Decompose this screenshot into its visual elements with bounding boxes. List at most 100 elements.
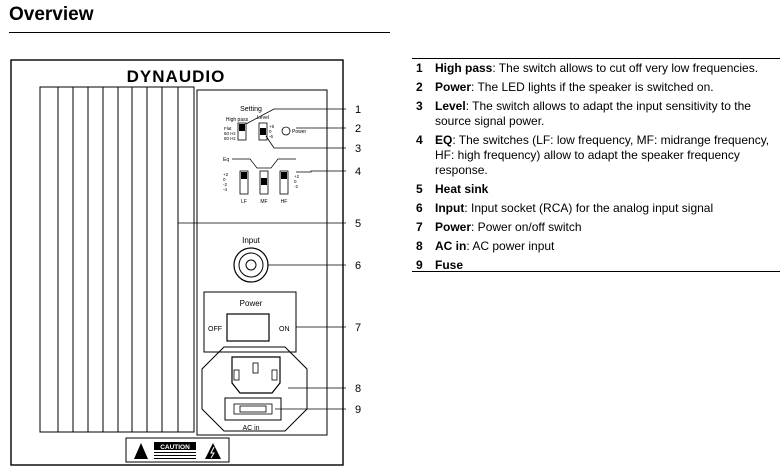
legend-number: 6 xyxy=(416,201,423,215)
high-pass-switch[interactable] xyxy=(237,122,247,141)
power-switch-label: Power xyxy=(240,299,263,308)
level-switch[interactable] xyxy=(258,122,268,141)
callout-9: 9 xyxy=(355,404,361,416)
list-item: 5 Heat sink xyxy=(412,182,780,197)
list-item: 7 Power: Power on/off switch xyxy=(412,220,780,235)
eq-band-hf: HF xyxy=(281,199,288,205)
legend-text: Level: The switch allows to adapt the in… xyxy=(435,99,780,129)
legend-desc: : Power on/off switch xyxy=(471,220,582,234)
ac-inlet-housing xyxy=(201,346,308,432)
caution-text: CAUTION xyxy=(160,444,190,451)
legend-text: Fuse xyxy=(435,258,780,273)
eq-band-mf: MF xyxy=(260,199,267,205)
legend-text: Power: Power on/off switch xyxy=(435,220,780,235)
legend-text: AC in: AC power input xyxy=(435,239,780,254)
eq-switch-lf[interactable] xyxy=(239,170,249,195)
legend-text: EQ: The switches (LF: low frequency, MF:… xyxy=(435,133,780,178)
eq-band-lf: LF xyxy=(241,199,247,205)
list-item: 6 Input: Input socket (RCA) for the anal… xyxy=(412,201,780,216)
eq-scale-minus2: -2 xyxy=(223,182,227,187)
fuse-holder[interactable] xyxy=(224,397,282,421)
legend-term: Heat sink xyxy=(435,182,489,196)
legend-text: Heat sink xyxy=(435,182,780,197)
eq-scale-right-minus2: -2 xyxy=(294,184,298,189)
level-option-minus6: -6 xyxy=(269,134,273,139)
legend-desc: : The switch allows to cut off very low … xyxy=(492,61,759,75)
legend-number: 4 xyxy=(416,133,423,147)
legend-number: 9 xyxy=(416,258,423,272)
rca-input-socket[interactable] xyxy=(233,247,269,283)
heat-sink xyxy=(39,86,195,433)
callout-6: 6 xyxy=(355,260,361,272)
callout-leaders xyxy=(178,108,346,410)
legend-desc: : The switches (LF: low frequency, MF: m… xyxy=(435,133,770,177)
legend-rule-top xyxy=(412,58,780,59)
legend-text: High pass: The switch allows to cut off … xyxy=(435,61,780,76)
ac-in-label: AC in xyxy=(242,425,259,432)
legend-desc: : AC power input xyxy=(466,239,555,253)
legend-term: High pass xyxy=(435,61,493,75)
power-rocker-switch[interactable] xyxy=(226,313,270,342)
eq-scale-plus2: +2 xyxy=(223,172,229,177)
level-option-plus6: +6 xyxy=(269,124,275,129)
legend-number: 2 xyxy=(416,80,423,94)
high-pass-option-80: 80 Hz xyxy=(224,136,237,141)
switch-off-label: OFF xyxy=(208,326,222,333)
amplifier-panel-diagram: DYNAUDIO Setting High pass Flat 60 Hz 80… xyxy=(10,59,361,466)
eq-switch-mf[interactable] xyxy=(259,170,269,195)
callout-3: 3 xyxy=(355,143,361,155)
eq-scale-right-plus2: +2 xyxy=(294,174,300,179)
legend-number: 1 xyxy=(416,61,423,75)
legend-term: Level xyxy=(435,99,466,113)
eq-scale-minus4: -4 xyxy=(223,187,227,192)
power-led-icon xyxy=(281,126,291,136)
legend-desc: : The LED lights if the speaker is switc… xyxy=(471,80,714,94)
eq-label: Eq xyxy=(223,157,229,163)
legend-number: 7 xyxy=(416,220,423,234)
setting-label: Setting xyxy=(240,106,262,113)
legend-text: Power: The LED lights if the speaker is … xyxy=(435,80,780,95)
brand-logo: DYNAUDIO xyxy=(127,67,226,86)
switch-on-label: ON xyxy=(279,326,290,333)
electric-hazard-icon xyxy=(205,443,221,459)
high-pass-option-60: 60 Hz xyxy=(224,131,237,136)
list-item: 8 AC in: AC power input xyxy=(412,239,780,254)
callout-8: 8 xyxy=(355,383,361,395)
panel-outline xyxy=(10,59,344,466)
list-item: 4 EQ: The switches (LF: low frequency, M… xyxy=(412,133,780,178)
legend-rule-bottom xyxy=(412,271,780,272)
control-panel xyxy=(196,89,328,436)
list-item: 3 Level: The switch allows to adapt the … xyxy=(412,99,780,129)
legend-term: Input xyxy=(435,201,465,215)
power-switch-frame xyxy=(203,291,297,353)
eq-scale-right-0: 0 xyxy=(294,179,297,184)
callout-5: 5 xyxy=(355,218,361,230)
callout-1: 1 xyxy=(355,104,361,116)
legend-term: AC in xyxy=(435,239,467,253)
list-item: 2 Power: The LED lights if the speaker i… xyxy=(412,80,780,95)
legend-term: Fuse xyxy=(435,258,464,272)
iec-power-socket[interactable] xyxy=(231,356,281,394)
legend-number: 3 xyxy=(416,99,423,113)
legend-term: Power xyxy=(435,220,472,234)
high-pass-label: High pass xyxy=(226,117,249,123)
legend-text: Input: Input socket (RCA) for the analog… xyxy=(435,201,780,216)
legend-term: EQ xyxy=(435,133,453,147)
svg-text:!: ! xyxy=(140,450,143,460)
title-rule xyxy=(9,32,390,33)
legend-term: Power xyxy=(435,80,472,94)
eq-scale-0: 0 xyxy=(223,177,226,182)
legend-desc: : Input socket (RCA) for the analog inpu… xyxy=(464,201,714,215)
legend-list: 1 High pass: The switch allows to cut of… xyxy=(412,61,780,277)
warning-triangle-icon xyxy=(134,443,148,459)
page-title: Overview xyxy=(9,4,94,25)
list-item: 1 High pass: The switch allows to cut of… xyxy=(412,61,780,76)
eq-switch-hf[interactable] xyxy=(279,170,289,195)
level-label: Level xyxy=(257,115,269,121)
legend-desc: : The switch allows to adapt the input s… xyxy=(435,99,751,128)
list-item: 9 Fuse xyxy=(412,258,780,273)
high-pass-option-flat: Flat xyxy=(224,126,232,131)
legend-number: 5 xyxy=(416,182,423,196)
legend-number: 8 xyxy=(416,239,423,253)
callout-4: 4 xyxy=(355,166,361,178)
